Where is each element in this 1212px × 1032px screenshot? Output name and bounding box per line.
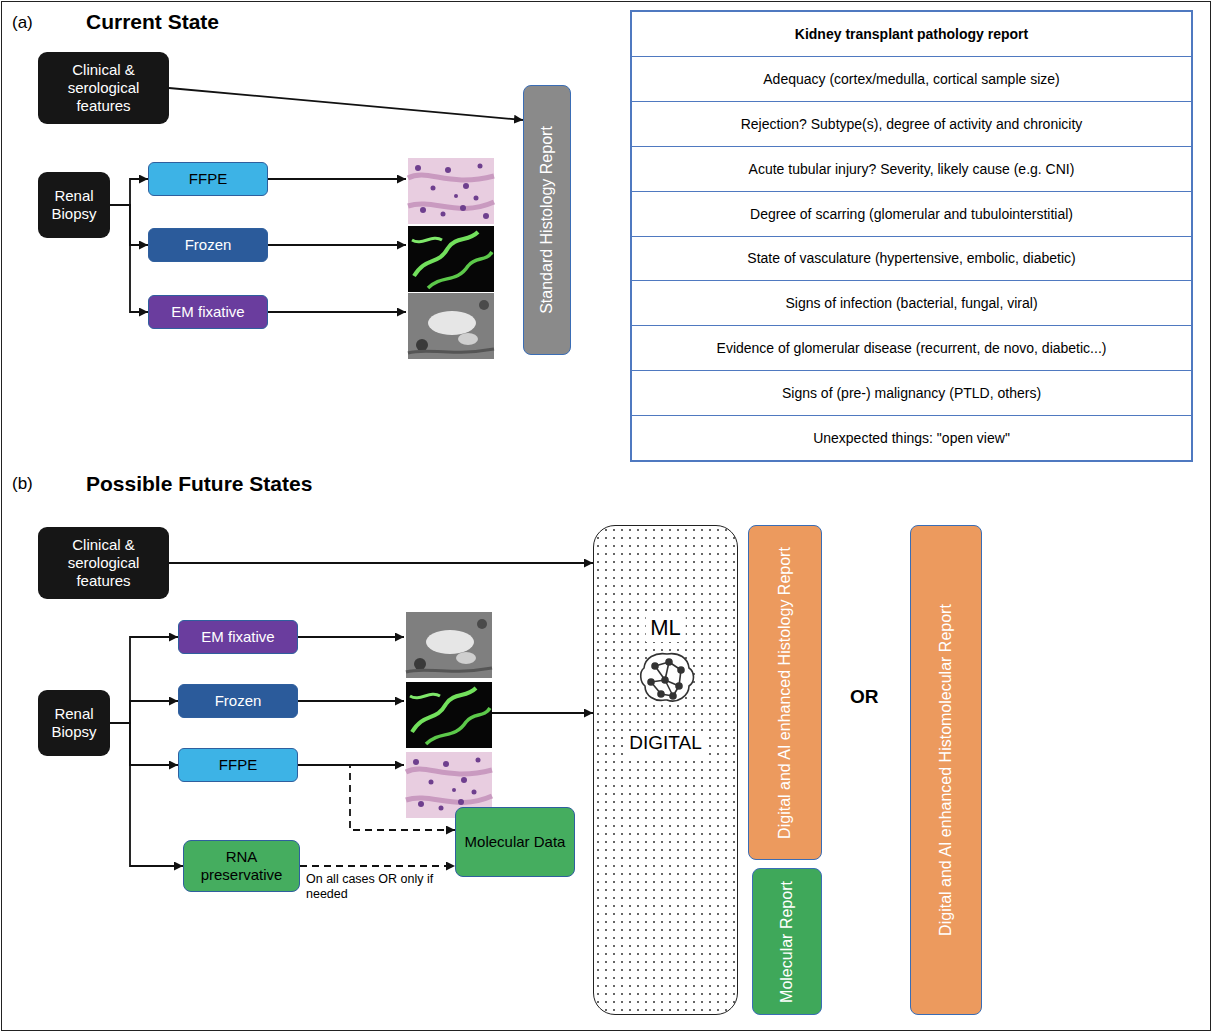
network-node xyxy=(662,677,668,683)
box-text: Renal Biopsy xyxy=(44,187,104,223)
panel-letter: (a) xyxy=(12,13,33,33)
table-cell: Unexpected things: "open view" xyxy=(632,415,1191,460)
vertical-text: Standard Histology Report xyxy=(537,96,556,344)
box-text: Molecular Data xyxy=(465,833,566,851)
brain-outline xyxy=(640,654,693,701)
arrow-line xyxy=(298,636,404,638)
connector xyxy=(169,562,593,564)
process-box: EM fixative xyxy=(148,295,268,329)
panel-letter: (b) xyxy=(12,474,33,494)
panel-heading: Current State xyxy=(86,10,219,34)
table-cell: Degree of scarring (glomerular and tubul… xyxy=(632,191,1191,236)
em-image xyxy=(408,293,494,359)
arrow-line xyxy=(268,178,406,180)
panel-heading: Possible Future States xyxy=(86,472,312,496)
arrow-line xyxy=(268,244,406,246)
icon-shapes xyxy=(640,654,693,701)
report-box: Molecular Report xyxy=(752,868,822,1015)
box-text: Frozen xyxy=(185,236,232,254)
table-cell: Signs of infection (bacterial, fungal, v… xyxy=(632,280,1191,325)
network-node xyxy=(678,667,684,673)
connector xyxy=(110,701,178,723)
box-text: EM fixative xyxy=(171,303,244,321)
panel-text: DIGITAL xyxy=(624,731,707,755)
box-text: Renal Biopsy xyxy=(44,705,104,741)
input-box: Clinical & serological features xyxy=(38,52,169,124)
connector xyxy=(110,723,178,765)
connector xyxy=(110,637,178,723)
edge-label: On all cases OR only if needed xyxy=(306,872,438,902)
network-node xyxy=(670,693,676,699)
network-node xyxy=(652,663,658,669)
table-cell: Adequacy (cortex/medulla, cortical sampl… xyxy=(632,56,1191,101)
report-box: Standard Histology Report xyxy=(523,85,571,355)
process-box: Frozen xyxy=(148,228,268,262)
process-box: Frozen xyxy=(178,684,298,718)
vertical-text: Digital and AI enhanced Histology Report xyxy=(775,536,794,849)
network-node xyxy=(666,659,672,665)
data-box: Molecular Data xyxy=(455,807,575,877)
box-text: RNA preservative xyxy=(190,848,293,884)
box-text: Frozen xyxy=(215,692,262,710)
vertical-text: Molecular Report xyxy=(777,879,796,1004)
frozen-image xyxy=(408,226,494,292)
arrow-line xyxy=(298,700,404,702)
table-cell: Signs of (pre-) malignancy (PTLD, others… xyxy=(632,370,1191,415)
arrow-line xyxy=(492,712,593,714)
network-node xyxy=(676,683,682,689)
process-box: EM fixative xyxy=(178,620,298,654)
arrow-line xyxy=(268,311,406,313)
table-cell: State of vasculature (hypertensive, embo… xyxy=(632,236,1191,281)
report-table: Kidney transplant pathology reportAdequa… xyxy=(630,10,1193,462)
box-text: FFPE xyxy=(189,170,227,188)
network-node xyxy=(648,679,654,685)
input-box: Clinical & serological features xyxy=(38,527,169,599)
input-box: Renal Biopsy xyxy=(38,172,110,238)
connector xyxy=(110,205,148,245)
or-label: OR xyxy=(850,686,879,708)
connector xyxy=(110,205,148,312)
connector xyxy=(110,723,183,866)
input-box: Renal Biopsy xyxy=(38,690,110,756)
connector xyxy=(169,88,523,120)
panel-text: ML xyxy=(645,614,686,642)
box-text: EM fixative xyxy=(201,628,274,646)
box-text: Clinical & serological features xyxy=(44,61,163,115)
table-cell: Evidence of glomerular disease (recurren… xyxy=(632,325,1191,370)
ml-panel: ML DIGITAL xyxy=(593,525,738,1015)
connector xyxy=(298,765,455,830)
process-box: FFPE xyxy=(148,162,268,196)
table-cell: Acute tubular injury? Severity, likely c… xyxy=(632,146,1191,191)
report-box: Digital and AI enhanced Histology Report xyxy=(748,525,822,860)
process-box: FFPE xyxy=(178,748,298,782)
vertical-text: Digital and AI enhanced Histomolecular R… xyxy=(936,536,955,1004)
ffpe-image xyxy=(408,158,494,224)
box-text: FFPE xyxy=(219,756,257,774)
report-box: Digital and AI enhanced Histomolecular R… xyxy=(910,525,982,1015)
connector xyxy=(110,179,148,205)
box-text: Clinical & serological features xyxy=(44,536,163,590)
frozen-image xyxy=(406,682,492,748)
network-node xyxy=(658,691,664,697)
neural-network-icon xyxy=(637,650,697,706)
connector xyxy=(300,865,455,867)
table-cell: Rejection? Subtype(s), degree of activit… xyxy=(632,101,1191,146)
table-header: Kidney transplant pathology report xyxy=(632,12,1191,56)
em-image xyxy=(406,612,492,678)
process-box: RNA preservative xyxy=(183,840,300,892)
